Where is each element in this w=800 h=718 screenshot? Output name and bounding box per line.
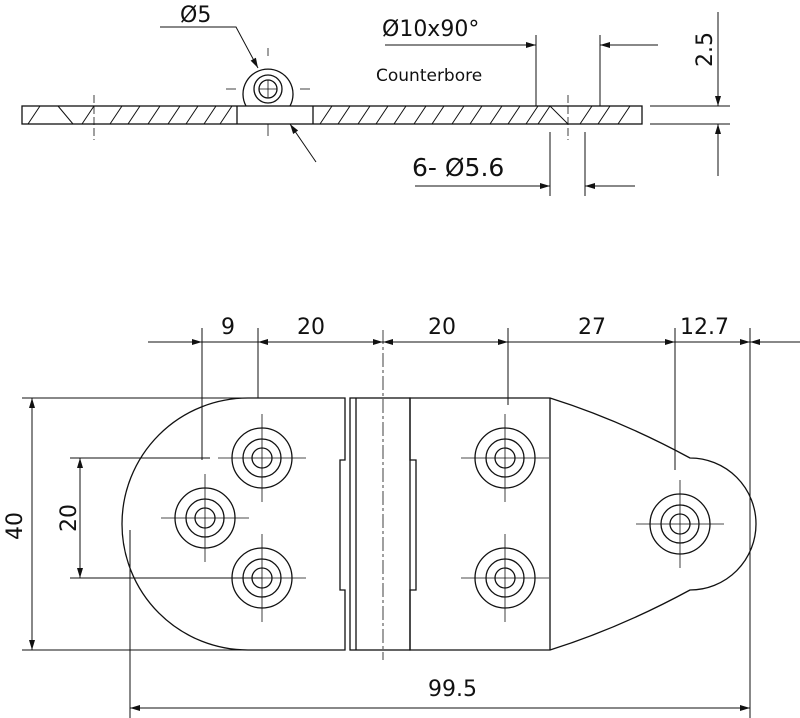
dim-20a: 20 <box>297 315 325 340</box>
hole <box>218 414 306 502</box>
top-view: 9 20 20 27 12.7 40 20 99.5 <box>3 315 800 718</box>
overall-length-label: 99.5 <box>428 677 477 702</box>
hole <box>161 474 249 562</box>
thickness-label: 2.5 <box>693 32 718 67</box>
counterbore-label: Counterbore <box>376 66 482 86</box>
counterbore-size-label: Ø10x90° <box>382 17 479 42</box>
dim-27: 27 <box>578 315 606 340</box>
holes-label: 6- Ø5.6 <box>412 153 504 182</box>
dim-20b: 20 <box>428 315 456 340</box>
pin-diameter-label: Ø5 <box>180 3 211 28</box>
height-label: 40 <box>3 512 28 540</box>
hole <box>461 414 549 502</box>
hole-spacing-label: 20 <box>57 504 82 532</box>
side-view: Ø5 Ø10x90° Counterbore 2.5 6- Ø5.6 <box>21 3 730 196</box>
mounting-holes <box>161 414 724 622</box>
dim-9: 9 <box>221 315 235 340</box>
hole <box>636 480 724 568</box>
hole <box>461 534 549 622</box>
dim-12-7: 12.7 <box>680 315 729 340</box>
